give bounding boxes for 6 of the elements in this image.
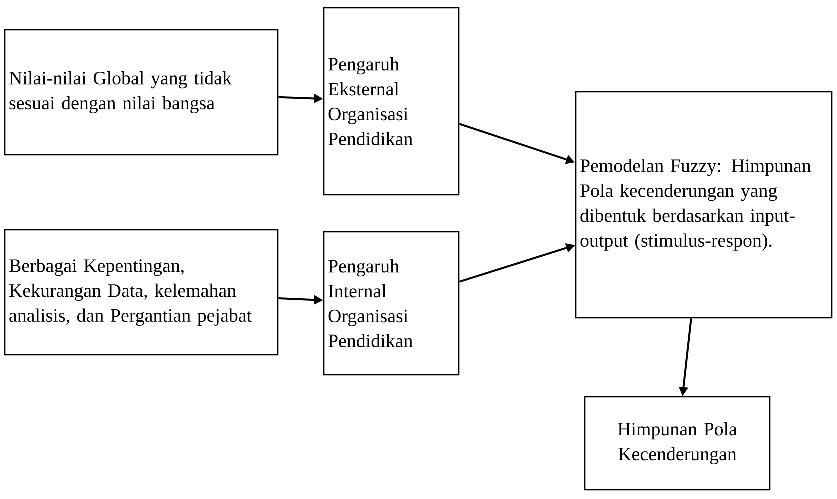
text-box: Nilai-nilai Global yang tidak sesuai dengan nilai bangsa — [4, 29, 279, 156]
text-box: Pengaruh Eksternal Organisasi Pendidikan — [323, 7, 460, 196]
text-box: Pengaruh Internal Organisasi Pendidikan — [323, 231, 460, 376]
text-box: Pemodelan Fuzzy: Himpunan Pola kecenderungan yang dibentuk berdasarkan input-output (stimulus-respon). — [575, 91, 833, 319]
text-box: Berbagai Kepentingan, Kekurangan Data, kelemahan analisis, dan Pergantian pejabat — [4, 229, 279, 356]
text-box: Himpunan Pola Kecenderungan — [584, 396, 771, 491]
